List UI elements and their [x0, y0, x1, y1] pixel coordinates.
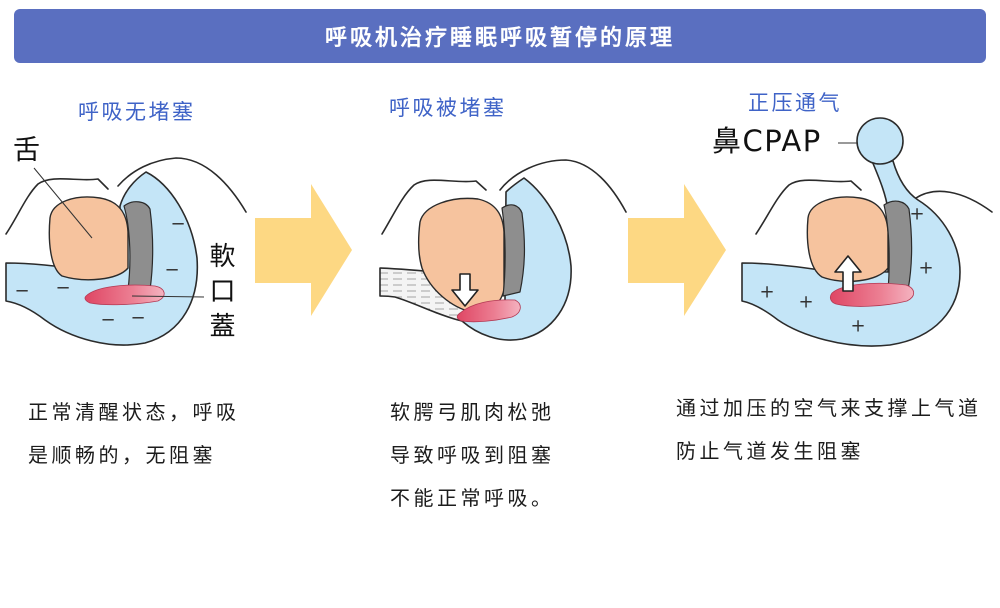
down-arrow-icon — [451, 273, 479, 307]
panel-2-caption: 软腭弓肌肉松弛 导致呼吸到阻塞 不能正常呼吸。 — [390, 391, 555, 520]
palate-outline — [5, 177, 109, 235]
palate-outline — [755, 179, 862, 235]
soft-palate-pointer-line — [131, 295, 205, 298]
panel-3-caption: 通过加压的空气来支撑上气道 防止气道发生阻塞 — [676, 387, 982, 473]
caption-line: 正常清醒状态，呼吸 — [28, 400, 240, 424]
head-outline — [499, 159, 627, 213]
plus-sign: + — [798, 292, 813, 313]
panel-1-illustration: − − − − − − — [5, 157, 247, 346]
pharyngeal-wall — [501, 204, 526, 297]
minus-sign: − — [100, 310, 115, 331]
caption-line: 是顺畅的，无阻塞 — [28, 443, 216, 467]
soft-palate-label: 軟口蓋 — [205, 242, 235, 347]
panel-2-title: 呼吸被堵塞 — [389, 96, 507, 120]
up-arrow-icon — [834, 255, 862, 292]
minus-sign: − — [130, 308, 145, 329]
pharyngeal-wall — [883, 200, 913, 293]
pharyngeal-wall — [123, 201, 154, 291]
caption-line: 通过加压的空气来支撑上气道 — [676, 396, 982, 420]
head-outline — [117, 157, 247, 213]
cpap-device — [856, 117, 904, 165]
caption-line: 不能正常呼吸。 — [390, 486, 555, 510]
right-arrow-icon — [628, 184, 726, 316]
panel-1-caption: 正常清醒状态，呼吸 是顺畅的，无阻塞 — [28, 391, 240, 477]
soft-palate — [456, 299, 521, 323]
plus-sign: + — [759, 282, 774, 303]
caption-line: 导致呼吸到阻塞 — [390, 443, 555, 467]
tongue-label: 舌 — [13, 135, 40, 166]
header-banner: 呼吸机治疗睡眠呼吸暂停的原理 — [14, 9, 986, 63]
tongue — [806, 196, 889, 283]
panel-2-illustration — [379, 159, 627, 341]
soft-palate — [84, 284, 165, 306]
head-outline — [915, 190, 993, 213]
tongue-pointer-line — [33, 167, 93, 239]
minus-sign: − — [164, 260, 179, 281]
minus-sign: − — [55, 278, 70, 299]
panel-3-illustration: + + + + + — [741, 117, 993, 347]
tongue — [48, 196, 129, 281]
plus-sign: + — [909, 204, 924, 225]
minus-sign: − — [170, 214, 185, 235]
caption-line: 防止气道发生阻塞 — [676, 439, 864, 463]
caption-line: 软腭弓肌肉松弛 — [390, 400, 555, 424]
plus-sign: + — [918, 258, 933, 279]
panel-1-title: 呼吸无堵塞 — [78, 100, 196, 124]
right-arrow-icon — [255, 184, 352, 316]
cpap-label: 鼻CPAP — [712, 124, 822, 158]
palate-outline — [381, 179, 487, 235]
panel-3-title: 正压通气 — [748, 91, 842, 115]
page-title: 呼吸机治疗睡眠呼吸暂停的原理 — [324, 26, 675, 51]
minus-sign: − — [14, 281, 29, 302]
plus-sign: + — [850, 316, 865, 337]
